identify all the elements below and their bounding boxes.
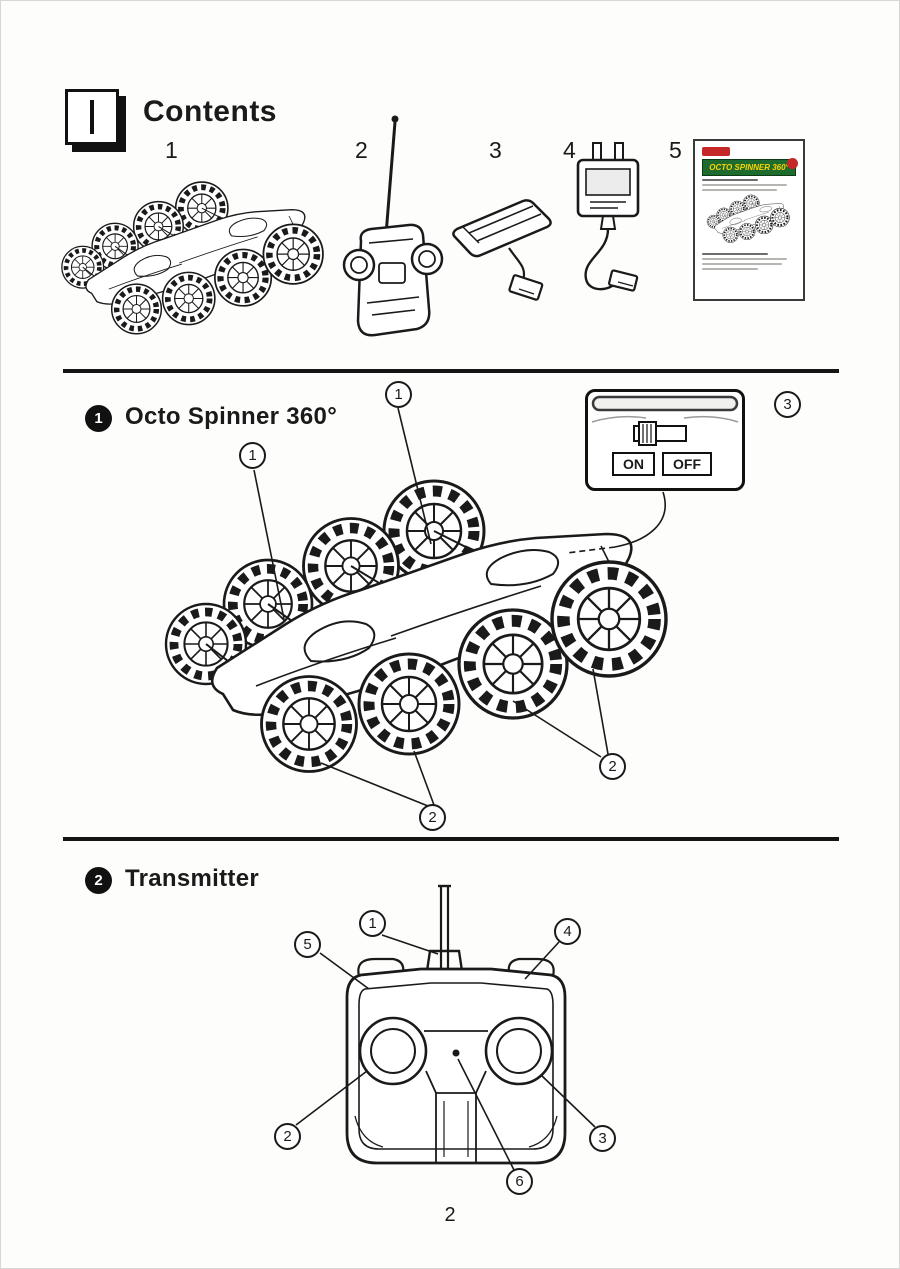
section2-title: Transmitter — [125, 865, 260, 892]
callout-left-shoulder: 5 — [294, 931, 321, 958]
section2-badge: 2 — [85, 867, 112, 894]
section1-title: Octo Spinner 360° — [125, 403, 338, 430]
switch-on-label: ON — [612, 452, 655, 477]
page-title: Contents — [143, 95, 277, 128]
cover-text-line — [702, 258, 787, 260]
page-number: 2 — [444, 1204, 456, 1226]
cover-vehicle-image — [702, 194, 796, 250]
item-number-2: 2 — [355, 137, 368, 163]
section-divider-1 — [63, 369, 839, 373]
cover-text-line — [702, 263, 782, 265]
callout-wheels-right: 2 — [599, 753, 626, 780]
transmitter-illustration-small — [342, 114, 444, 337]
section-index-glyph — [90, 100, 94, 134]
power-switch-labels: ON OFF — [612, 452, 712, 477]
callout-power-switch: 3 — [774, 391, 801, 418]
section-divider-2 — [63, 837, 839, 841]
power-switch-inset: ON OFF — [585, 389, 745, 491]
callout-antenna: 1 — [359, 910, 386, 937]
callout-right-shoulder: 4 — [554, 918, 581, 945]
callout-left-dial: 2 — [274, 1123, 301, 1150]
battery-illustration — [452, 199, 552, 302]
section-index-box — [65, 89, 119, 145]
cover-text-line — [702, 268, 759, 270]
item-number-3: 3 — [489, 137, 502, 163]
cover-text-line — [702, 184, 787, 186]
item-number-4: 4 — [563, 137, 576, 163]
callout-right-dial: 3 — [589, 1125, 616, 1152]
item-number-1: 1 — [165, 137, 178, 163]
callout-wheels-front: 2 — [419, 804, 446, 831]
cover-text-line — [702, 189, 778, 191]
switch-off-label: OFF — [662, 452, 712, 477]
item-number-5: 5 — [669, 137, 682, 163]
cover-text-line — [702, 253, 768, 255]
manual-cover-title: OCTO SPINNER 360° — [702, 159, 796, 176]
charger-illustration — [576, 141, 640, 293]
cover-text-line — [702, 179, 759, 181]
cover-burst-icon — [787, 158, 798, 169]
power-switch-detail-art — [591, 395, 739, 446]
manual-booklet-illustration: OCTO SPINNER 360° — [693, 139, 805, 301]
callout-body-top: 1 — [385, 381, 412, 408]
callout-body-left: 1 — [239, 442, 266, 469]
vehicle-illustration-small — [59, 169, 331, 357]
brand-logo — [702, 147, 730, 156]
section1-badge: 1 — [85, 405, 112, 432]
callout-indicator: 6 — [506, 1168, 533, 1195]
